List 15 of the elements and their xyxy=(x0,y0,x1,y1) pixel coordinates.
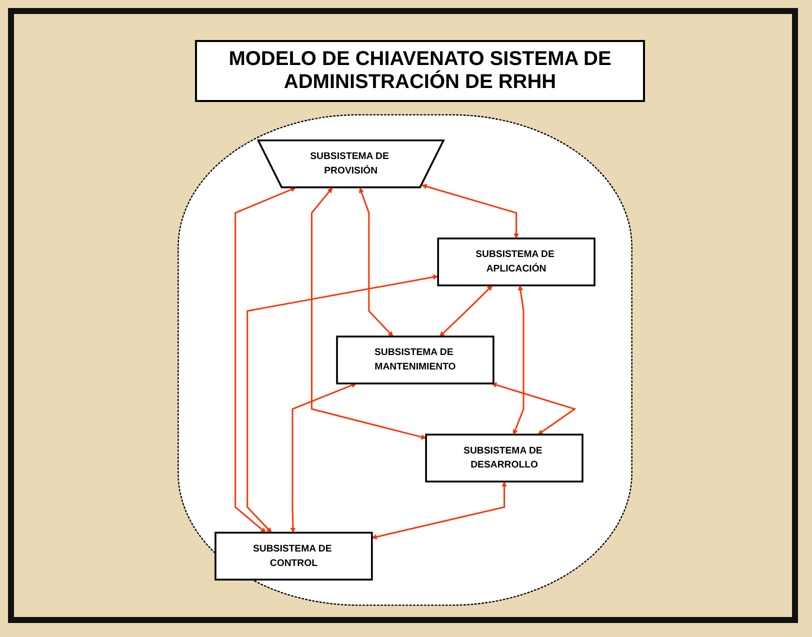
title: MODELO DE CHIAVENATO SISTEMA DE ADMINISTRACIÓN DE RRHH xyxy=(195,40,645,102)
arrow xyxy=(359,188,394,337)
arrow xyxy=(372,482,507,540)
arrow xyxy=(422,184,519,239)
arrow xyxy=(290,382,356,533)
node-box: SUBSISTEMA DE DESARROLLO xyxy=(425,434,584,482)
arrow xyxy=(310,188,426,440)
arrow xyxy=(512,285,524,435)
arrow xyxy=(246,274,438,533)
node-box: SUBSISTEMA DE MANTENIMIENTO xyxy=(336,336,494,384)
arrow xyxy=(439,285,492,337)
arrow xyxy=(234,187,296,533)
arrow xyxy=(492,382,576,435)
node-box: SUBSISTEMA DE CONTROL xyxy=(214,532,373,581)
node-box: SUBSISTEMA DE APLICACIÓN xyxy=(437,238,596,286)
